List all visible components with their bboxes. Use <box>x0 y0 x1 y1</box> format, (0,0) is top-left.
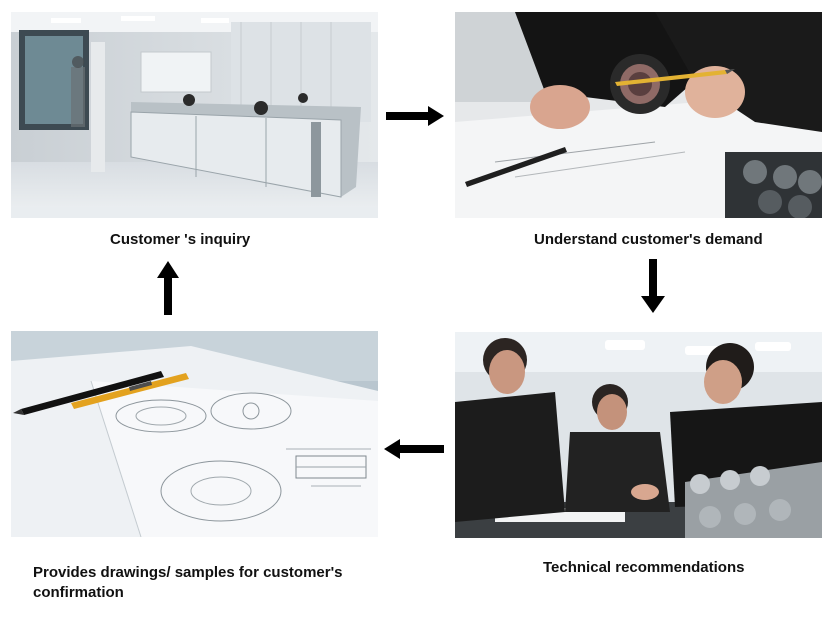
arrow-right-icon <box>386 106 444 126</box>
bearing-inspection-photo <box>455 12 822 218</box>
step-label-customer-inquiry: Customer 's inquiry <box>110 231 251 248</box>
technical-drawing-photo <box>11 331 378 537</box>
step-label-drawings-samples: Provides drawings/ samples for customer'… <box>33 564 343 601</box>
arrow-down-icon <box>641 259 665 313</box>
arrow-left-icon <box>384 439 444 459</box>
arrow-up-icon <box>157 261 179 315</box>
step-label-technical-recommendations: Technical recommendations <box>543 559 745 576</box>
office-photo <box>11 12 378 218</box>
team-discussion-photo <box>455 332 822 538</box>
step-label-understand-demand: Understand customer's demand <box>534 231 763 248</box>
